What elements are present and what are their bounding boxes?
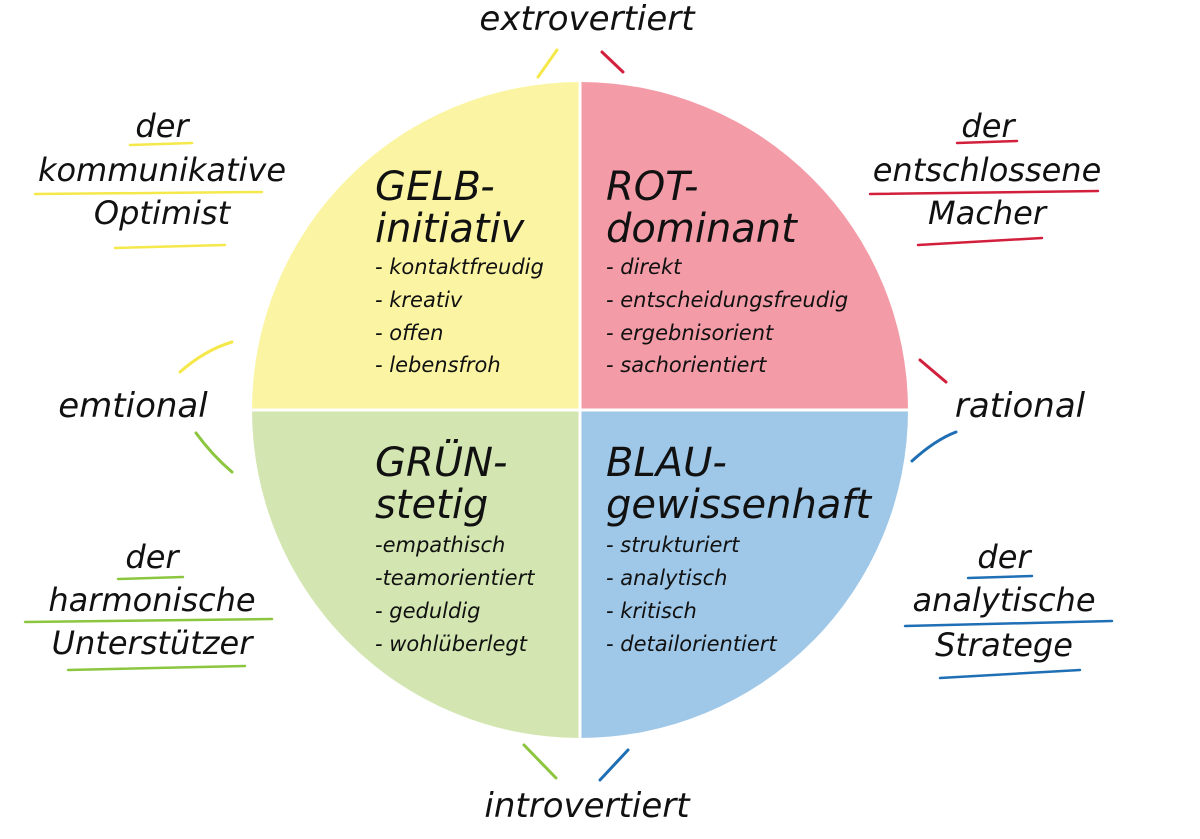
yellow-item-3: - offen — [375, 321, 444, 345]
type-yellow-underline2 — [33, 190, 264, 196]
type-green-line1: der — [125, 538, 180, 576]
quadrant-green — [252, 410, 580, 738]
red-item-3: - ergebnisorient — [606, 321, 774, 345]
yellow-item-2: - kreativ — [375, 288, 463, 312]
yellow-item-4: - lebensfroh — [375, 353, 501, 377]
yellow-item-1: - kontaktfreudig — [375, 255, 544, 279]
quadrant-blue — [580, 410, 908, 738]
tick-top-red — [600, 50, 625, 74]
type-yellow-line2: kommunikative — [38, 151, 286, 189]
type-blue-line2: analytische — [913, 581, 1096, 619]
type-blue-line1: der — [977, 538, 1032, 576]
blue-item-2: - analytisch — [606, 566, 727, 590]
type-red-line1: der — [961, 107, 1016, 145]
blue-item-1: - strukturiert — [606, 533, 740, 557]
tick-left-yellow — [178, 340, 234, 374]
green-item-3: - geduldig — [375, 599, 480, 623]
axis-label-left: emtional — [58, 386, 208, 426]
type-blue-underline2 — [903, 619, 1114, 628]
blue-item-4: - detailorientiert — [606, 632, 777, 656]
blue-item-3: - kritisch — [606, 599, 697, 623]
axis-label-right: rational — [955, 386, 1086, 426]
tick-left-green — [194, 431, 234, 474]
type-green-underline1 — [116, 575, 185, 581]
green-item-1: -empathisch — [375, 533, 505, 557]
tick-bottom-green — [522, 743, 558, 780]
red-title-line2: dominant — [606, 206, 798, 252]
tick-bottom-blue — [598, 748, 630, 782]
red-item-4: - sachorientiert — [606, 353, 767, 377]
red-item-1: - direkt — [606, 255, 682, 279]
yellow-title-line2: initiativ — [375, 206, 526, 252]
red-item-2: - entscheidungsfreudig — [606, 288, 848, 312]
type-green-line2: harmonische — [48, 581, 255, 619]
green-item-2: -teamorientiert — [375, 566, 535, 590]
green-title-line1: GRÜN- — [375, 438, 507, 486]
type-red-underline3 — [916, 236, 1044, 247]
type-blue-line3: Stratege — [935, 626, 1073, 664]
yellow-title-line1: GELB- — [375, 164, 495, 210]
type-red-underline2 — [868, 189, 1100, 196]
type-green-line3: Unterstützer — [52, 624, 255, 662]
tick-right-blue — [910, 430, 958, 463]
type-green-underline2 — [23, 617, 274, 624]
green-item-4: - wohlüberlegt — [375, 632, 528, 656]
green-title-line2: stetig — [375, 482, 488, 528]
type-yellow-underline3 — [113, 243, 227, 250]
type-red-line2: entschlossene — [873, 151, 1102, 189]
quadrant-yellow — [252, 82, 580, 410]
type-green-underline3 — [66, 664, 247, 672]
axis-label-bottom: introvertiert — [484, 786, 691, 826]
axis-label-top: extrovertiert — [479, 0, 696, 39]
tick-right-red — [918, 358, 948, 384]
type-yellow-line1: der — [135, 107, 190, 145]
type-yellow-line3: Optimist — [94, 194, 232, 232]
tick-top-yellow — [536, 48, 559, 79]
type-red-underline1 — [955, 139, 1019, 145]
type-red-line3: Macher — [928, 194, 1048, 232]
quadrant-red — [580, 82, 908, 410]
type-yellow-underline1 — [128, 141, 194, 147]
blue-title-line2: gewissenhaft — [606, 482, 872, 528]
red-title-line1: ROT- — [606, 164, 698, 210]
type-blue-underline3 — [938, 668, 1082, 680]
blue-title-line1: BLAU- — [606, 440, 727, 486]
type-blue-underline1 — [966, 574, 1034, 580]
